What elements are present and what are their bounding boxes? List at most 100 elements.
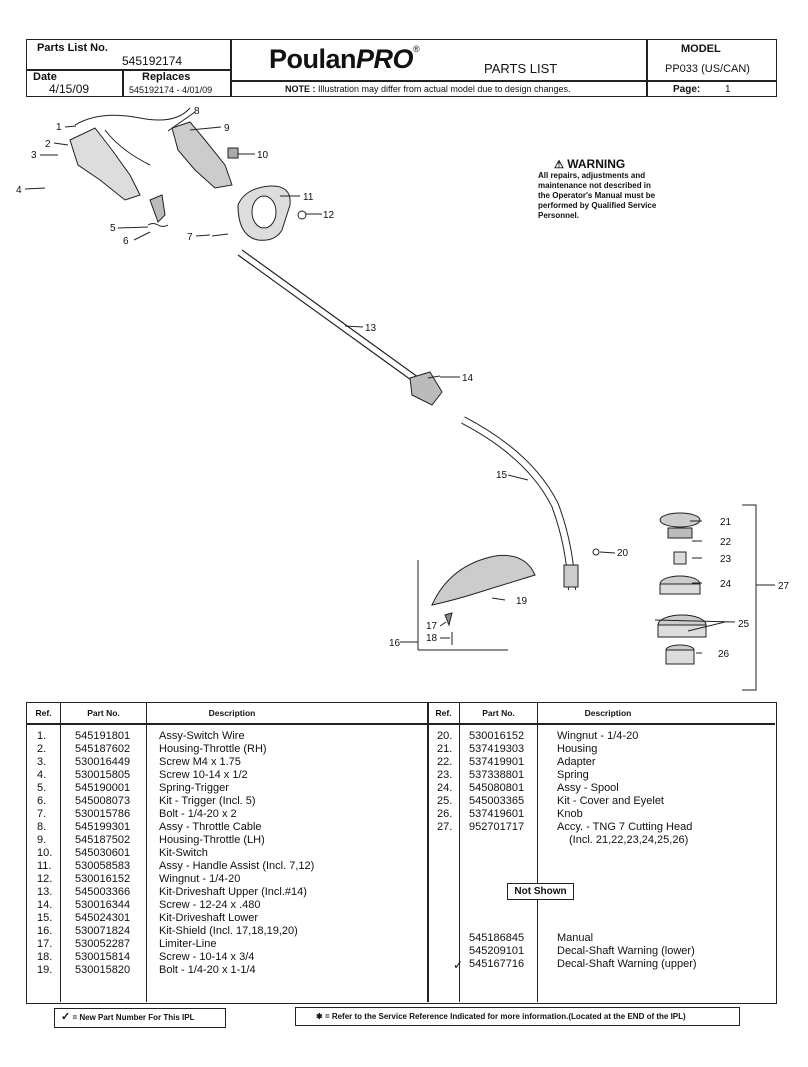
row-description: Screw M4 x 1.75 bbox=[159, 756, 241, 768]
wingnut bbox=[297, 210, 307, 220]
parts-list-label: Parts List No. bbox=[37, 42, 108, 54]
row-description: Screw - 10-14 x 3/4 bbox=[159, 951, 255, 963]
replaces-value: 545192174 - 4/01/09 bbox=[129, 85, 213, 95]
row-part-no: 545080801 bbox=[469, 782, 525, 794]
callout-14: 14 bbox=[462, 373, 474, 384]
row-part-no: 545190001 bbox=[75, 782, 131, 794]
warning-title: WARNING bbox=[567, 157, 626, 171]
row-part-no: 545186845 bbox=[469, 932, 525, 944]
row-part-no: 545187602 bbox=[75, 743, 131, 755]
throttle-housing-lh bbox=[171, 121, 233, 189]
row-part-no: 545191801 bbox=[75, 730, 131, 742]
row-description: Manual bbox=[557, 932, 594, 944]
row-part-no: 545024301 bbox=[75, 912, 131, 924]
row-ref: 11. bbox=[37, 860, 52, 872]
row-ref: 19. bbox=[37, 964, 53, 976]
row-part-no: 530015805 bbox=[75, 769, 131, 781]
ref-column-right: 20. 21. 22. 23. 24. 25. 26. 27. bbox=[437, 730, 452, 834]
callout-6: 6 bbox=[123, 236, 129, 247]
not-shown-label: Not Shown bbox=[507, 883, 574, 900]
header-ref-right: Ref. bbox=[435, 708, 452, 718]
row-ref: 9. bbox=[37, 834, 47, 846]
row-description: Wingnut - 1/4-20 bbox=[159, 873, 241, 885]
row-description: Decal-Shaft Warning (upper) bbox=[557, 958, 697, 970]
not-shown-descriptions: Manual Decal-Shaft Warning (lower) Decal… bbox=[557, 932, 697, 971]
not-shown-parts: 545186845 545209101 545167716 bbox=[469, 932, 524, 971]
callout-4: 4 bbox=[16, 185, 22, 196]
header-ref: Ref. bbox=[35, 708, 52, 718]
callout-2: 2 bbox=[45, 139, 51, 150]
callout-3: 3 bbox=[31, 150, 37, 161]
callout-15: 15 bbox=[496, 470, 508, 481]
star-icon: ✱ bbox=[316, 1012, 323, 1021]
row-part-no: 530015814 bbox=[75, 951, 131, 963]
row-part-no: 530058583 bbox=[75, 860, 131, 872]
callout-24: 24 bbox=[720, 579, 732, 590]
warning-triangle-icon: ⚠ bbox=[554, 159, 564, 171]
row-part-no: 545003366 bbox=[75, 886, 131, 898]
part-column-right: 530016152 537419303 537419901 537338801 … bbox=[469, 730, 524, 834]
brand-pro: PRO bbox=[356, 44, 414, 74]
row-description: Housing-Throttle (LH) bbox=[159, 834, 265, 846]
header-part-no-right: Part No. bbox=[482, 708, 515, 718]
shield bbox=[431, 554, 536, 606]
note-label: NOTE : bbox=[285, 84, 316, 94]
part-column-left: 545191801 545187602 530016449 530015805 … bbox=[75, 730, 130, 977]
row-part-no: 545167716 bbox=[469, 958, 525, 970]
page-label: Page: bbox=[673, 84, 701, 95]
row-ref: 16. bbox=[37, 925, 53, 937]
row-ref: 24. bbox=[437, 782, 453, 794]
head-housing bbox=[659, 512, 701, 528]
row-part-no: 545008073 bbox=[75, 795, 131, 807]
row-description: Adapter bbox=[557, 756, 596, 768]
warning-line: maintenance not described in bbox=[538, 181, 651, 190]
row-description: Assy-Switch Wire bbox=[159, 730, 245, 742]
callout-7: 7 bbox=[187, 232, 193, 243]
row-part-no: 530015820 bbox=[75, 964, 131, 976]
row-ref: 26. bbox=[437, 808, 453, 820]
row-ref: 8. bbox=[37, 821, 47, 833]
callout-13: 13 bbox=[365, 323, 377, 334]
parts-table: Ref. Part No. Description Ref. Part No. … bbox=[26, 702, 777, 1004]
row-part-no: 952701717 bbox=[469, 821, 525, 833]
row-description: Limiter-Line bbox=[159, 938, 217, 950]
row-ref: 4. bbox=[37, 769, 47, 781]
callout-16: 16 bbox=[389, 638, 401, 649]
row-description: Kit-Driveshaft Lower bbox=[159, 912, 259, 924]
head-spring bbox=[673, 551, 687, 565]
row-ref: 17. bbox=[37, 938, 53, 950]
row-description: Housing bbox=[557, 743, 598, 755]
row-part-no: 530016344 bbox=[75, 899, 131, 911]
row-incl-note: (Incl. 21,22,23,24,25,26) bbox=[569, 834, 689, 846]
warning-text: All repairs, adjustments and maintenance… bbox=[538, 171, 698, 221]
parts-list-number: 545192174 bbox=[122, 54, 183, 68]
row-description: Kit - Cover and Eyelet bbox=[557, 795, 664, 807]
row-part-no: 530016449 bbox=[75, 756, 131, 768]
callout-9: 9 bbox=[224, 123, 230, 134]
callout-21: 21 bbox=[720, 517, 732, 528]
callout-1: 1 bbox=[56, 122, 62, 133]
check-icon: ✓ bbox=[61, 1011, 71, 1023]
brand-logo: PoulanPRO® bbox=[269, 44, 420, 75]
brand-name: Poulan bbox=[269, 44, 357, 74]
row-ref: 6. bbox=[37, 795, 47, 807]
header-part-no: Part No. bbox=[87, 708, 120, 718]
row-part-no: 530052287 bbox=[75, 938, 131, 950]
legend-service-ref: ✱ = Refer to the Service Reference Indic… bbox=[295, 1007, 740, 1026]
warning-line: the Operator's Manual must be bbox=[538, 191, 656, 200]
row-description: Screw 10-14 x 1/2 bbox=[159, 769, 248, 781]
doc-type: PARTS LIST bbox=[484, 61, 558, 76]
callout-23: 23 bbox=[720, 554, 732, 565]
row-part-no: 537419303 bbox=[469, 743, 525, 755]
exploded-diagram: 1 2 3 4 5 6 7 8 9 10 11 12 13 14 15 16 1… bbox=[16, 106, 790, 691]
warning-line: Personnel. bbox=[538, 211, 579, 220]
callout-27: 27 bbox=[778, 581, 790, 592]
row-description: Spring bbox=[557, 769, 589, 781]
row-description: Assy - Throttle Cable bbox=[159, 821, 262, 833]
row-ref: 14. bbox=[37, 899, 53, 911]
row-description: Accy. - TNG 7 Cutting Head bbox=[557, 821, 693, 833]
desc-column-left: Assy-Switch Wire Housing-Throttle (RH) S… bbox=[159, 730, 314, 977]
legend-service-ref-text: = Refer to the Service Reference Indicat… bbox=[324, 1012, 686, 1021]
row-ref: 3. bbox=[37, 756, 47, 768]
row-description: Assy - Handle Assist (Incl. 7,12) bbox=[159, 860, 315, 872]
